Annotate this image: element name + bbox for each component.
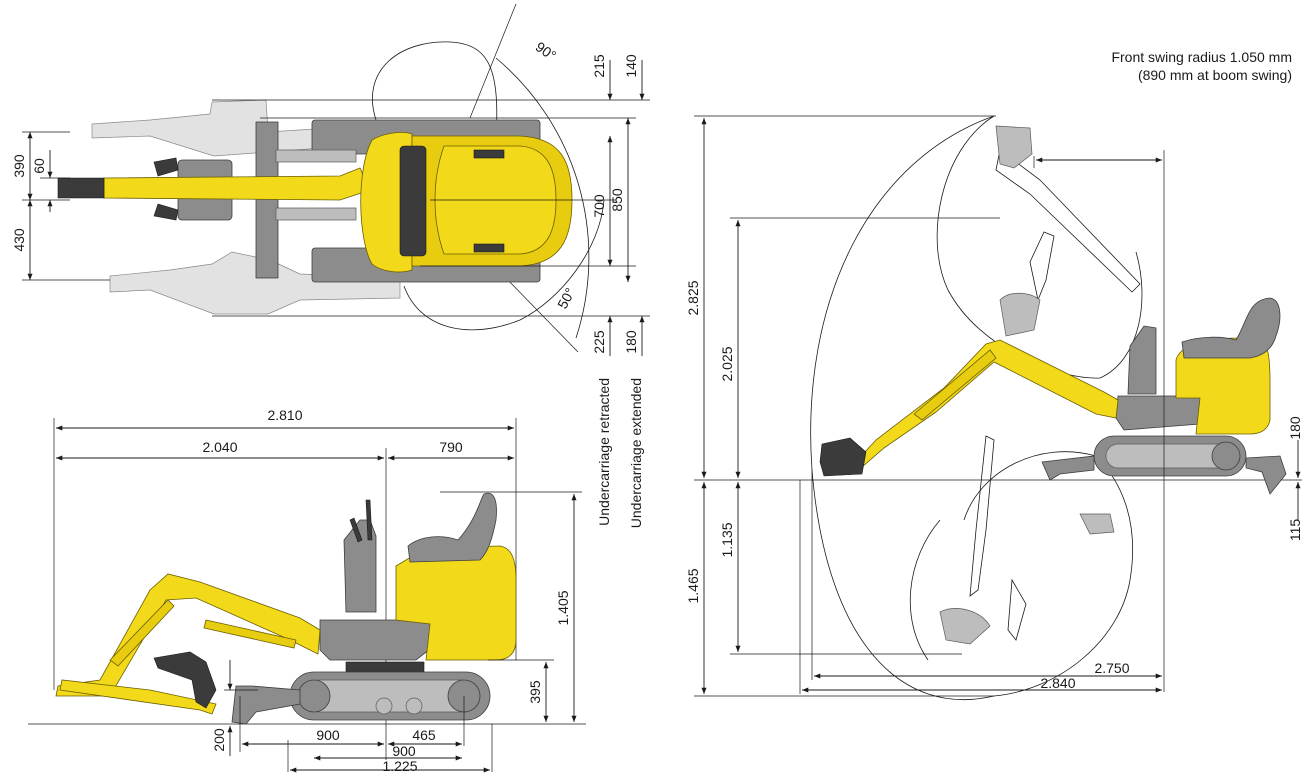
- working-range-view: Front swing radius 1.050 mm (890 mm at b…: [685, 49, 1302, 701]
- dim-395: 395: [527, 680, 543, 704]
- boom-cylinder-range: [913, 349, 997, 421]
- dim-215: 215: [591, 54, 607, 78]
- dim-2750: 2.750: [1094, 660, 1129, 676]
- ghost-arm-low: [969, 435, 995, 597]
- bucket-top-view: [57, 177, 105, 199]
- ghost-bucket-low-2: [1007, 578, 1027, 641]
- seat-range-view: [1181, 297, 1281, 359]
- arm-cylinder-side: [203, 619, 297, 649]
- boom-ghost-bottom: [109, 251, 401, 315]
- sprocket-range: [1211, 441, 1241, 471]
- side-view: 2.810 2.040 790 1.405 395: [28, 407, 586, 773]
- undercarriage-retracted-label: Undercarriage retracted: [596, 378, 612, 526]
- dim-900-track: 900: [392, 743, 416, 759]
- blade-range-right: [1245, 455, 1287, 495]
- swing-outline: [372, 41, 605, 331]
- dim-1135: 1.135: [719, 522, 735, 557]
- roller-side-1: [375, 697, 393, 715]
- frame-beam-top: [275, 149, 357, 163]
- reach-envelope-lower: [963, 451, 1134, 697]
- swing-arc-outer: [495, 57, 590, 339]
- dim-2040: 2.040: [202, 439, 237, 455]
- reach-envelope-outer: [810, 115, 995, 701]
- blade-side-view: [231, 685, 301, 725]
- ghost-bucket-top: [995, 125, 1033, 169]
- roller-side-2: [405, 697, 423, 715]
- undercarriage-extended-label: Undercarriage extended: [628, 378, 644, 528]
- dim-465: 465: [412, 727, 436, 743]
- boom-cylinder-side: [109, 599, 175, 667]
- seat-side-view: [407, 492, 497, 563]
- bucket-side-view: [153, 651, 217, 709]
- blade-top-view: [255, 121, 279, 279]
- dim-2825: 2.825: [685, 280, 701, 315]
- ghost-bucket-low: [939, 608, 991, 645]
- dim-2840: 2.840: [1040, 675, 1075, 691]
- dim-140: 140: [623, 54, 639, 78]
- dim-180-top: 180: [623, 330, 639, 354]
- boom-side-view: [55, 573, 321, 697]
- body-top-view: [360, 132, 413, 273]
- reach-envelope-inner: [909, 519, 941, 661]
- handle-top: [473, 149, 505, 159]
- ghost-bucket-right: [1079, 513, 1115, 535]
- swing-line-90: [469, 3, 517, 119]
- angle-90-label: 90°: [533, 38, 560, 63]
- operator-console-side: [343, 519, 377, 613]
- arm-top-view: [103, 167, 371, 201]
- dim-790: 790: [439, 439, 463, 455]
- frame-range-view: [1115, 395, 1201, 431]
- dim-225: 225: [591, 330, 607, 354]
- dim-850: 850: [609, 188, 625, 212]
- ghost-arm-top: [995, 149, 1141, 293]
- front-swing-boom-note: (890 mm at boom swing): [1138, 67, 1292, 83]
- angle-50-label: 50°: [554, 285, 578, 311]
- control-levers-side: [349, 499, 373, 543]
- blade-range-left: [1041, 455, 1095, 481]
- dim-200: 200: [211, 728, 227, 752]
- handle-bottom: [473, 243, 505, 253]
- dim-700: 700: [591, 194, 607, 218]
- dim-180-range: 180: [1287, 416, 1302, 440]
- dim-430: 430: [11, 228, 27, 252]
- dim-1465: 1.465: [685, 568, 701, 603]
- idler-side: [297, 679, 331, 713]
- dim-1405: 1.405: [555, 590, 571, 625]
- dim-390: 390: [11, 154, 27, 178]
- frame-side-view: [319, 619, 435, 661]
- dim-900-left: 900: [316, 727, 340, 743]
- dim-60: 60: [31, 158, 47, 174]
- ghost-bucket-mid: [999, 292, 1041, 337]
- dim-2025: 2.025: [719, 346, 735, 381]
- ghost-arm-mid: [1029, 231, 1055, 302]
- reach-envelope-upper: [936, 115, 1143, 379]
- top-view: 90° 50° 390: [11, 3, 650, 528]
- dim-115: 115: [1287, 519, 1302, 542]
- console-range-view: [1127, 325, 1157, 395]
- frame-beam-bottom: [275, 207, 357, 221]
- front-swing-radius-note: Front swing radius 1.050 mm: [1111, 49, 1292, 65]
- arm-side-view: [59, 679, 217, 715]
- bucket-range-view: [819, 437, 867, 477]
- boom-bracket-top: [153, 157, 179, 221]
- control-panel-top: [399, 145, 427, 257]
- dim-2810: 2.810: [267, 407, 302, 423]
- dim-1225: 1.225: [382, 758, 417, 773]
- slew-ring-side: [345, 661, 425, 673]
